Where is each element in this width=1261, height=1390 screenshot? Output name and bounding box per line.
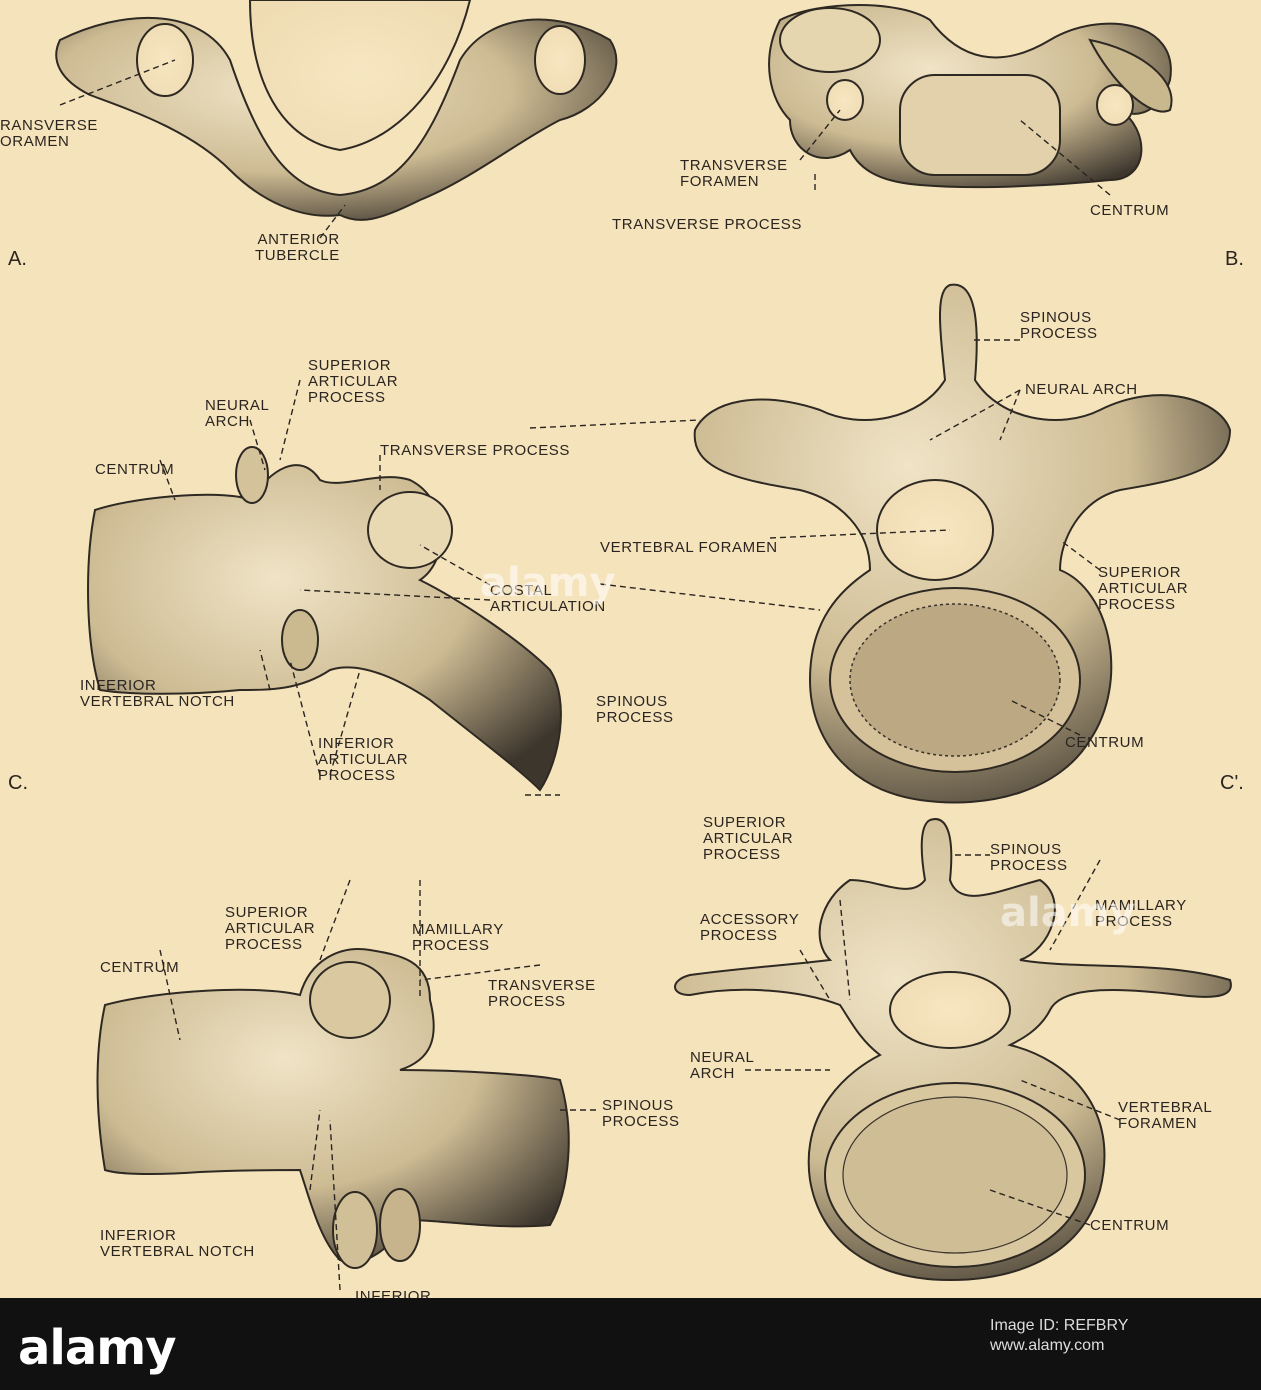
label-cprime-vertebral-foramen: VERTEBRAL FORAMEN	[600, 539, 778, 556]
label-c-superior-articular-process: SUPERIOR ARTICULAR PROCESS	[308, 357, 399, 406]
label-cprime-superior-articular-process: SUPERIOR ARTICULAR PROCESS	[1098, 564, 1189, 613]
label-dprime-superior-articular-process: SUPERIOR ARTICULAR PROCESS	[703, 814, 794, 863]
axis-vertebra-b	[768, 4, 1173, 189]
atlas-vertebra-a	[55, 0, 618, 221]
label-d-inferior-vertebral-notch: INFERIOR VERTEBRAL NOTCH	[100, 1227, 255, 1260]
label-dprime-accessory-process: ACCESSORY PROCESS	[700, 911, 800, 944]
label-d-superior-articular-process: SUPERIOR ARTICULAR PROCESS	[225, 904, 316, 953]
figure-label-c: C.	[8, 772, 28, 794]
vertebrae-plate: A. B. C. C'. RANSVERSE ORAMEN ANTERIOR T…	[0, 0, 1244, 1305]
label-b-centrum: CENTRUM	[1090, 202, 1170, 219]
figure-label-a: A.	[8, 248, 27, 270]
figure-label-b: B.	[1225, 248, 1244, 270]
label-d-centrum: CENTRUM	[100, 959, 180, 976]
label-dprime-spinous-process: SPINOUS PROCESS	[990, 841, 1068, 874]
thoracic-vertebra-lateral-c	[87, 446, 562, 792]
bone-drawings	[55, 0, 1232, 1282]
label-d-spinous-process: SPINOUS PROCESS	[602, 1097, 680, 1130]
label-cprime-centrum: CENTRUM	[1065, 734, 1145, 751]
image-id-text: Image ID: REFBRY	[990, 1317, 1129, 1334]
label-dprime-neural-arch: NEURAL ARCH	[690, 1049, 755, 1082]
label-a-transverse-foramen: RANSVERSE ORAMEN	[0, 117, 98, 150]
site-link[interactable]: www.alamy.com	[990, 1337, 1105, 1354]
label-dprime-centrum: CENTRUM	[1090, 1217, 1170, 1234]
lumbar-vertebra-lateral-d	[96, 948, 570, 1269]
label-d-transverse-process: TRANSVERSE PROCESS	[488, 977, 596, 1010]
label-c-spinous-process: SPINOUS PROCESS	[596, 693, 674, 726]
stock-footer-bar: alamy Image ID: REFBRY www.alamy.com	[0, 1298, 1261, 1390]
label-cprime-spinous-process: SPINOUS PROCESS	[1020, 309, 1098, 342]
label-c-neural-arch: NEURAL ARCH	[205, 397, 270, 430]
label-d-mamillary-process: MAMILLARY PROCESS	[412, 921, 504, 954]
thoracic-vertebra-superior-cprime	[693, 283, 1232, 804]
label-dprime-mamillary-process: MAMILLARY PROCESS	[1095, 897, 1187, 930]
label-c-inferior-articular-process: INFERIOR ARTICULAR PROCESS	[318, 735, 409, 784]
figure-label-cprime: C'.	[1220, 772, 1244, 794]
lumbar-vertebra-superior-dprime	[674, 818, 1232, 1282]
label-leader-lines	[59, 59, 1121, 1291]
alamy-logo[interactable]: alamy	[18, 1320, 177, 1376]
watermark-alamy: alamy	[1000, 890, 1136, 936]
label-dprime-vertebral-foramen: VERTEBRAL FORAMEN	[1118, 1099, 1213, 1132]
image-id-info: Image ID: REFBRY www.alamy.com	[990, 1316, 1128, 1356]
label-c-centrum: CENTRUM	[95, 461, 175, 478]
label-c-inferior-vertebral-notch: INFERIOR VERTEBRAL NOTCH	[80, 677, 235, 710]
label-b-transverse-process: TRANSVERSE PROCESS	[612, 216, 803, 233]
label-cprime-neural-arch: NEURAL ARCH	[1025, 381, 1138, 398]
label-b-transverse-foramen: TRANSVERSE FORAMEN	[680, 157, 788, 190]
label-c-transverse-process: TRANSVERSE PROCESS	[380, 442, 571, 459]
label-a-anterior-tubercle: ANTERIOR TUBERCLE	[255, 231, 340, 264]
label-c-costal-articulation: COSTAL ARTICULATION	[490, 582, 606, 615]
watermark-alamy: alamy	[480, 560, 616, 606]
